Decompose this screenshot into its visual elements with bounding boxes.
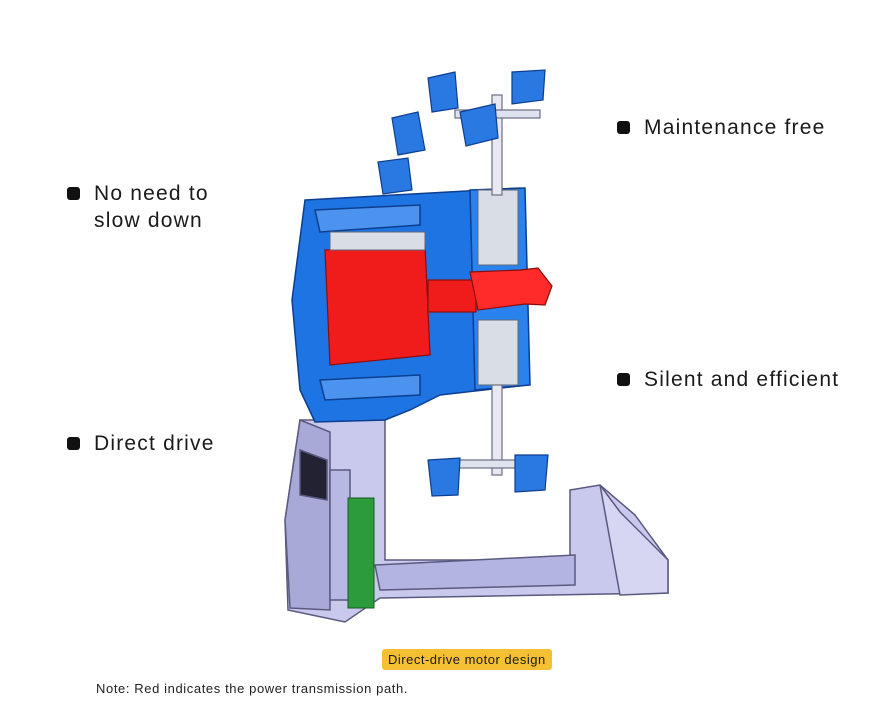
- motor-cutaway-illustration: [284, 69, 669, 623]
- top-clips: [377, 69, 546, 195]
- feature-no-slow-down: No need to slow down: [67, 180, 209, 234]
- bottom-clips: [427, 454, 549, 497]
- feature-label: No need to slow down: [94, 182, 209, 232]
- circuit-board: [347, 497, 375, 609]
- feature-silent-efficient: Silent and efficient: [617, 366, 839, 393]
- feature-maintenance-free: Maintenance free: [617, 114, 825, 141]
- motor-power-path: [324, 244, 553, 366]
- feature-label: Maintenance free: [644, 116, 826, 139]
- bullet-icon: [617, 121, 630, 134]
- feature-direct-drive: Direct drive: [67, 430, 215, 457]
- bullet-icon: [617, 373, 630, 386]
- feature-label: Direct drive: [94, 432, 215, 455]
- bullet-icon: [67, 437, 80, 450]
- feature-label: Silent and efficient: [644, 368, 840, 391]
- design-caption-badge: Direct-drive motor design: [382, 649, 552, 670]
- footnote: Note: Red indicates the power transmissi…: [96, 681, 409, 696]
- bullet-icon: [67, 187, 80, 200]
- base-frame: [284, 418, 669, 623]
